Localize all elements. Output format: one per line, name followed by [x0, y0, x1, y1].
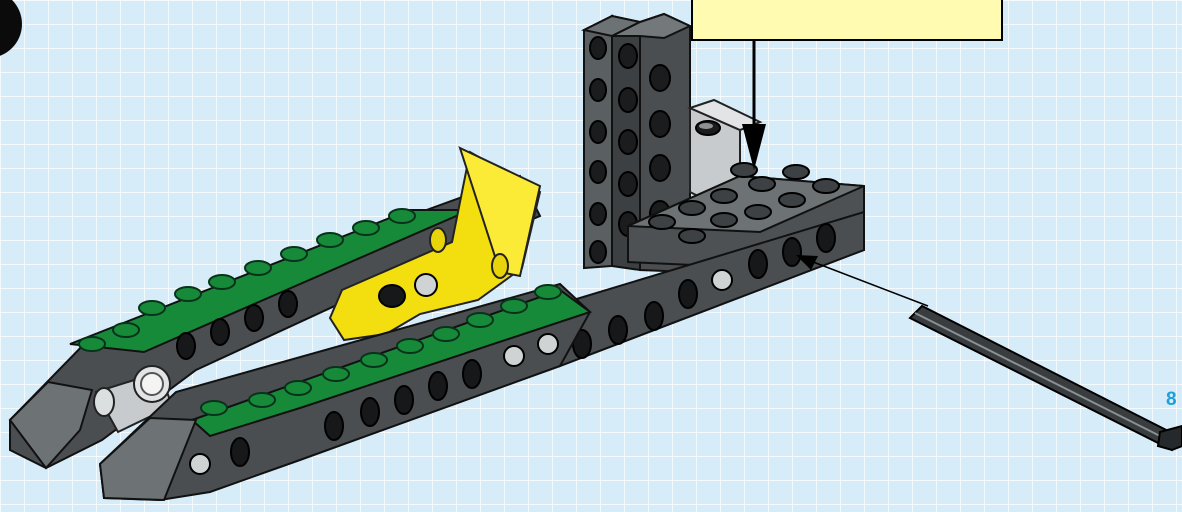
callout-box [691, 0, 1003, 41]
axle-length-label: 8 [1166, 389, 1177, 411]
